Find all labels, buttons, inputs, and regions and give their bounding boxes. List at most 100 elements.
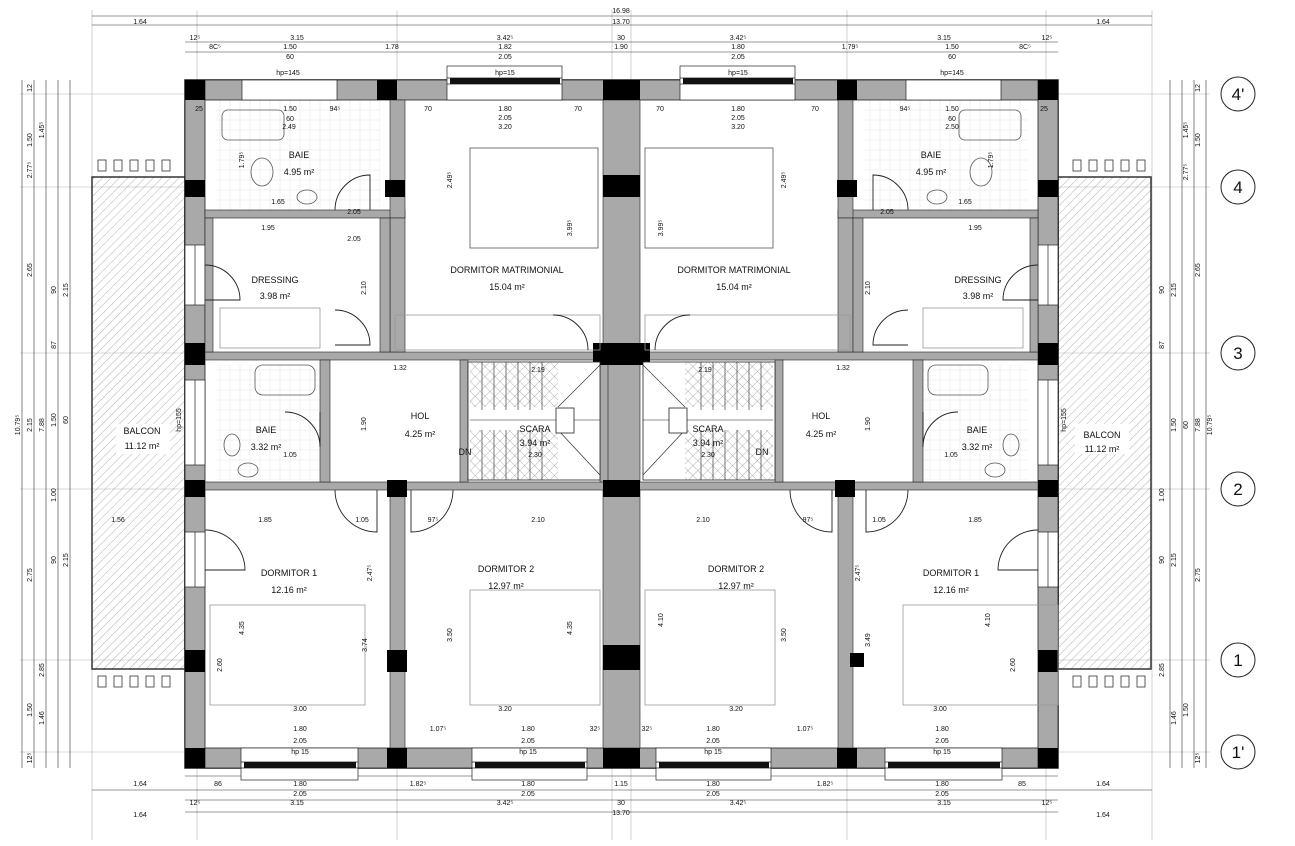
room-area-dormitor-2-right: 12.97 m²	[718, 581, 754, 591]
dim-bottom-30: 30	[617, 800, 625, 807]
room-area-scara-left: 3.94 m²	[520, 438, 551, 448]
dim-left-150-b: 1.50	[51, 413, 58, 427]
dim-int-132-a: 1.32	[393, 365, 407, 372]
dim-top-side-left: 1.64	[133, 19, 147, 26]
room-name-baie-mid-left: BAIE	[256, 425, 277, 435]
dim-bottom-125-left: 12⁵	[190, 800, 201, 807]
dim-top-3425-left: 3.42⁵	[497, 35, 514, 42]
dim-right-150-c: 1.50	[1183, 703, 1190, 717]
label-hp145-right: hp=145	[940, 70, 964, 77]
dim-right-87: 87	[1159, 341, 1166, 349]
room-area-balcon-left: 11.12 m²	[125, 441, 160, 451]
dim-int-190-b: 1.90	[865, 417, 872, 431]
dim-int-180-d: 1.80	[521, 726, 535, 733]
dim-int-320-c: 3.20	[498, 706, 512, 713]
top-dimension-chains	[92, 15, 1152, 813]
side-dimension-chains	[21, 80, 1207, 768]
dim-int-350-b: 3.50	[781, 628, 788, 642]
dim-int-1075-a: 1.07⁵	[430, 726, 447, 733]
dim-top-60-right: 60	[948, 54, 956, 61]
dim-bottom-205-d: 2.05	[935, 791, 949, 798]
room-area-dormitor-matrimonial-left: 15.04 m²	[489, 282, 525, 292]
dim-top-315-left: 3.15	[290, 35, 304, 42]
dim-stair-219-left: 2.19	[531, 367, 545, 374]
stair-dn-right: DN	[756, 447, 769, 457]
dim-top-315-right: 3.15	[937, 35, 951, 42]
dim-left-145: 1.45⁵	[39, 122, 46, 139]
dim-inner-width-top: 13.70	[612, 19, 630, 26]
dim-int-210-c: 2.10	[361, 281, 368, 295]
dim-int-374: 3.74	[362, 638, 369, 652]
dim-int-320-a: 3.20	[498, 124, 512, 131]
dim-right-275: 2.75	[1195, 568, 1202, 582]
dim-int-945-b: 94⁵	[900, 106, 911, 113]
dim-int-60-b: 60	[948, 116, 956, 123]
dim-bottom-side-left-2: 1.64	[133, 812, 147, 819]
axis-marker-1prime: 1'	[1220, 734, 1256, 770]
dim-int-249: 2.49	[282, 124, 296, 131]
room-name-hol-left: HOL	[411, 411, 430, 421]
dim-int-105-d: 1.05	[872, 517, 886, 524]
dim-balcon-left-156: 1.56	[111, 517, 125, 524]
dim-top-805-right: 8C⁵	[1019, 44, 1031, 51]
dim-int-325-a: 32⁵	[590, 726, 601, 733]
dim-int-435-a: 4.35	[239, 621, 246, 635]
window-sills	[244, 78, 1000, 768]
room-area-balcon-right: 11.12 m²	[1085, 444, 1120, 454]
dim-bottom-180-c: 1.80	[706, 781, 720, 788]
dim-int-105-c: 1.05	[355, 517, 369, 524]
dim-bottom-180-d: 1.80	[935, 781, 949, 788]
dim-left-60: 60	[63, 416, 70, 424]
dim-top-125-left: 12⁵	[190, 35, 201, 42]
dim-total-width: 16.98	[612, 8, 630, 15]
dim-top-150-right: 1.50	[945, 44, 959, 51]
dim-int-70-c: 70	[574, 106, 582, 113]
dim-int-1795-b: 1.79⁵	[988, 152, 995, 169]
axis-marker-2: 2	[1220, 471, 1256, 507]
label-hp155-left: hp=155	[176, 408, 183, 432]
dim-bottom-315-left: 3.15	[290, 800, 304, 807]
room-name-balcon-left: BALCON	[123, 426, 160, 436]
label-hp15-bottom-a: hp 15	[291, 749, 309, 756]
room-area-baie-top-right: 4.95 m²	[916, 167, 947, 177]
dim-right-215-a: 2.15	[1171, 283, 1178, 297]
balcony-right: BALCON 11.12 m²	[1057, 159, 1152, 688]
dim-right-150: 1.50	[1171, 418, 1178, 432]
dim-bottom-1825-left: 1.82⁵	[410, 781, 427, 788]
label-hp15-bottom-d: hp 15	[933, 749, 951, 756]
dim-bottom-205-a: 2.05	[293, 791, 307, 798]
dim-int-205-i: 2.05	[935, 738, 949, 745]
dim-int-180-c: 1.80	[293, 726, 307, 733]
room-name-dormitor-1-left: DORMITOR 1	[261, 568, 317, 578]
dim-int-205-b: 2.05	[731, 115, 745, 122]
axis-label-1: 1	[1233, 651, 1242, 670]
dim-int-180-e: 1.80	[706, 726, 720, 733]
room-area-hol-right: 4.25 m²	[806, 429, 837, 439]
doors	[204, 174, 1039, 571]
dim-bottom-inner-width: 13.70	[612, 810, 630, 817]
dim-int-3995-a: 3.99⁵	[567, 220, 574, 237]
dim-left-788: 7.88	[39, 418, 46, 432]
dim-int-2495-b: 2.49⁵	[781, 172, 788, 189]
room-name-dormitor-2-right: DORMITOR 2	[708, 564, 764, 574]
dim-bottom-side-left: 1.64	[133, 781, 147, 788]
dim-top-180: 1.80	[731, 44, 745, 51]
dim-bottom-side-right: 1.64	[1096, 781, 1110, 788]
dim-left-215: 2.15	[27, 418, 34, 432]
dim-right-125-bottom: 12⁵	[1195, 753, 1202, 764]
axis-marker-3: 3	[1220, 335, 1256, 371]
dim-right-60: 60	[1183, 421, 1190, 429]
dim-top-1795: 1.79⁵	[842, 44, 859, 51]
room-area-baie-mid-left: 3.32 m²	[251, 442, 282, 452]
dim-int-260-a: 2.60	[217, 658, 224, 672]
dim-int-165-b: 1.65	[958, 199, 972, 206]
dim-left-275: 2.75	[27, 568, 34, 582]
dim-bottom-86: 86	[214, 781, 222, 788]
dim-right-90-b: 90	[1159, 556, 1166, 564]
dim-top-150-left: 1.50	[283, 44, 297, 51]
dim-int-250: 2.50	[945, 124, 959, 131]
dim-int-195-a: 1.95	[261, 225, 275, 232]
dim-bottom-180-b: 1.80	[521, 781, 535, 788]
dim-top-125-right: 12⁵	[1042, 35, 1053, 42]
axis-label-4prime: 4'	[1232, 85, 1245, 104]
